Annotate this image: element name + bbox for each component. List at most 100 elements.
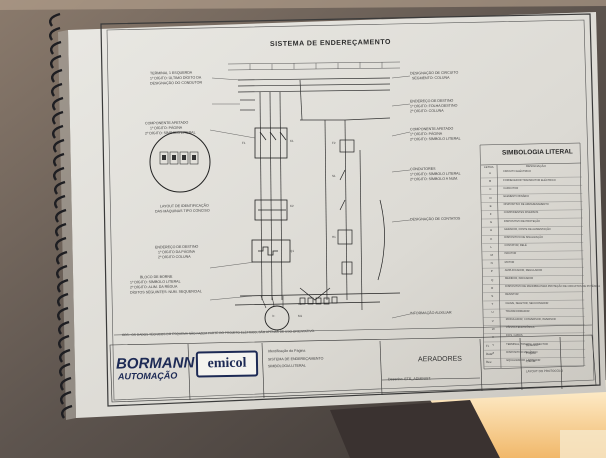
legend-row-text: FORNECEDOR TRANSDUTOR ELÉCTRICO [503, 178, 556, 182]
legend-row-letter: G [489, 220, 493, 225]
legend-row-letter: T [491, 302, 494, 307]
legend-row-letter: D [489, 195, 492, 200]
legend-title: SIMBOLOGIA LITERAL [501, 148, 573, 157]
legend-row-divider [483, 299, 585, 302]
legend-row-text: RESISTOR [505, 293, 519, 297]
legend-row-text: TERMINAL, TOMADA, CONECTOR [506, 342, 548, 346]
legend-row-text: COMPONENTES DIVERSOS [503, 211, 539, 215]
project-label: AERADORES [417, 355, 463, 364]
legend-row-divider [483, 332, 585, 334]
legend-row-letter: X [492, 335, 495, 339]
title-field: Data [485, 351, 493, 357]
legend-row-divider [482, 234, 584, 236]
legend-row-letter: N [490, 261, 493, 266]
component-label: K2 [289, 203, 294, 209]
legend-row-divider [482, 283, 584, 285]
legend-row-divider [484, 365, 586, 367]
title-field: LAYOUT DO PROTOCOLO [525, 368, 564, 374]
legend-row-letter: Z [492, 351, 495, 356]
legend-row-letter: Q [490, 277, 494, 282]
legend-row-letter: A [489, 171, 492, 175]
legend-row-text: CONTATOR, RELÉ [504, 244, 527, 248]
legend-row-divider [481, 201, 583, 203]
bright-spot [560, 430, 606, 458]
component-label: F2 [331, 140, 336, 146]
legend-row-text: DISPOSITIVO DE ARMAZENAMENTO [503, 203, 549, 207]
legend-row-divider [484, 357, 586, 359]
legend-row-text: TRANSFORMADOR [505, 309, 530, 313]
legend-row-divider [483, 291, 585, 293]
legend-row-divider [483, 316, 585, 318]
legend-row-text: CHAVE, SELETOR, SECCIONADOR [505, 301, 549, 305]
legend-row-text: MEDIDOR, INDICADOR [504, 277, 534, 280]
component-label: F1 [241, 140, 246, 146]
brand-subtitle: AUTOMAÇÃO [117, 370, 178, 382]
legend-row-divider [482, 250, 584, 252]
control-circuit [239, 139, 401, 301]
component-label: S1 [331, 173, 336, 179]
legend-row-letter: H [490, 228, 493, 233]
drawing-border [100, 13, 601, 407]
legend-row-text: DISPOSITIVO DE SINALIZAÇÃO [504, 236, 543, 239]
legend-row-divider [481, 217, 583, 220]
legend-row-letter: E [489, 203, 492, 208]
spiral-binding [49, 12, 73, 419]
legend-row-divider [482, 242, 584, 244]
legend-row-letter: W [491, 326, 495, 331]
legend-row-letter: F [489, 212, 492, 216]
title-block [109, 334, 597, 403]
legend-row-divider [484, 349, 586, 351]
legend-row-text: EQUALIZADOR, LIMITADOR [506, 359, 541, 362]
emicol-logo: emicol [195, 350, 259, 378]
legend-row-text: CIRCUITO ELÉCTRICO [503, 170, 532, 174]
legend-row-letter: V [491, 318, 494, 323]
title-field: Desenho: [525, 342, 539, 348]
component-label: 3~ [271, 313, 276, 319]
legend-row-text: MOTOR [504, 260, 515, 264]
component-label: K1 [289, 138, 294, 144]
legend-header-designation: DESIGNAÇÃO [526, 164, 547, 168]
title-desc-line: SIMBOLOGIA LITERAL [267, 363, 306, 369]
legend-row-text: ELEMENTO BINÁRIO [503, 195, 530, 198]
terminal-strip [234, 296, 381, 306]
legend-row-text: FIOS, CABOS [506, 334, 523, 338]
component-label: M1 [297, 313, 303, 319]
overload-relay [251, 239, 291, 263]
emicol-logo-text: emicol [207, 355, 247, 372]
component-label: Q1 [289, 248, 295, 254]
title-field: Cliente: [525, 358, 537, 364]
legend-row-divider [481, 209, 583, 211]
legend-row-letter: C [489, 187, 492, 192]
footer-divider [113, 324, 593, 336]
legend-row-letter: B [489, 179, 492, 184]
title-field: Fl. [485, 343, 490, 349]
legend-row-letter: U [491, 310, 494, 315]
drawing-number-field: Desenho: ETE_ADMINIST. [387, 376, 432, 382]
legend-row-text: AMPLIFICADOR, REGULADOR [504, 268, 543, 272]
legend-row-letter: L [490, 244, 493, 249]
legend-row-text: VÁLVULA ELETRÔNICA [505, 326, 535, 330]
legend-row-letter: M [490, 253, 494, 257]
left-note: 2º DÍGITO COLUNA [157, 254, 191, 260]
legend-row-divider [482, 258, 584, 261]
legend-row-text: DISPOSITIVO DE MANOBRA PARA PROTEÇÃO DE … [505, 285, 600, 289]
right-note: INFORMAÇÃO AUXILIAR [409, 310, 452, 316]
legend-header-letter: LETRA [484, 165, 494, 169]
column-ruler [227, 61, 401, 71]
legend-row-text: MODULADOR, CONVERSOR, INVERSOR [505, 318, 556, 321]
right-note: 2º DÍGITO: COLUNA [409, 108, 444, 114]
legend-row-letter: P [490, 269, 493, 274]
legend-row-text: INDUTOR [504, 252, 517, 256]
legend-row-divider [483, 324, 585, 326]
drawing-inner-border [106, 19, 595, 401]
legend-row-divider [482, 267, 584, 269]
legend-row-divider [481, 193, 583, 195]
motor-symbol [264, 305, 290, 331]
legend-row-divider [483, 308, 585, 310]
legend-row-text: CAPACITOR [503, 186, 519, 190]
title-field: Rev. [485, 359, 492, 365]
legend-row-divider [481, 185, 583, 187]
legend-row-letter: R [491, 285, 494, 290]
legend-row-letter: K [490, 236, 493, 241]
